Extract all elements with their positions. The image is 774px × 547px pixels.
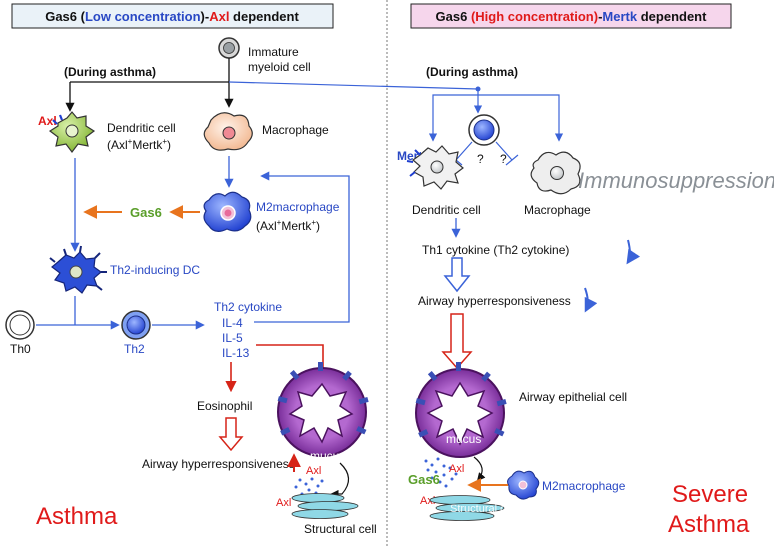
immature-myeloid-label-line2: myeloid cell [248,60,311,74]
right-header-part-high: (High concentration) [471,9,598,24]
axl-label-left-top: Axl [306,465,321,477]
th2-cell-icon [121,310,151,340]
condition-severe-label: Severe [672,481,748,508]
dc-receptor-sup1: + [128,137,133,146]
center-regulatory-cell-icon [468,114,500,146]
axl-label-right-bottom: Axl [420,495,435,507]
gas6-dots-right [424,457,458,488]
immature-myeloid-label-line1: Immature [248,45,299,59]
dendritic-cell-icon [48,111,96,153]
mucus-label-left: mucus [310,449,345,463]
eosinophil-label: Eosinophil [197,399,252,413]
m2-receptor-sup2: + [311,218,316,227]
th2-cytokine-label: Th2 cytokine [214,300,282,314]
right-header-title: Gas6 (High concentration)-Mertk dependen… [436,9,708,24]
m2macrophage-label: M2macrophage [256,200,340,214]
condition-asthma-label-right: Asthma [668,511,750,538]
grey-macrophage-icon [530,151,581,195]
th2-inducing-dc-label: Th2-inducing DC [110,263,200,277]
il5-label: IL-5 [222,331,243,345]
left-header-title: Gas6 (Low concentration)-Axl dependent [45,9,299,24]
airway-cross-section-right [415,362,507,458]
condition-asthma-label: Asthma [36,503,118,530]
left-panel: Gas6 (Low concentration)-Axl dependent I… [5,3,479,536]
left-header-part-dash: )- [201,9,210,24]
arrow-mucus-to-structural-right [473,456,486,482]
structural-cells-right [429,495,505,521]
axl-label-dendritic: Axl [38,114,57,128]
th2-label: Th2 [124,342,145,356]
m2macrophage-label-right: M2macrophage [542,479,626,493]
axl-label-left-bottom: Axl [276,497,291,509]
dc-receptor-sup2: + [162,137,167,146]
macrophage-icon [203,112,253,151]
right-header-part-dash: - [598,9,602,24]
th1-cytokine-label: Th1 cytokine (Th2 cytokine) [422,243,569,257]
dendritic-cell-label: Dendritic cell [107,121,176,135]
m2-receptor-part2: Mertk [281,219,312,233]
m2macrophage-icon-right [507,470,540,500]
question-mark-1: ? [477,152,484,166]
dendritic-cell-receptors: (Axl+Mertk+) [107,137,171,152]
left-during-asthma-label: (During asthma) [64,65,156,79]
gas6-label-right: Gas6 [408,472,440,487]
gas6-dots-left [294,477,324,496]
dc-receptor-part1: (Axl [107,138,128,152]
airway-epithelial-cell-label: Airway epithelial cell [519,390,627,404]
down-arrow-th1 [626,239,641,265]
dc-receptor-part3: ) [167,138,171,152]
down-arrow-ahr-right [584,287,598,313]
arrow-myeloid-to-right-panel [228,81,479,90]
right-header-part-dependent: dependent [637,9,707,24]
left-header-part-low: Low concentration [85,9,201,24]
m2-receptor-part3: ) [316,219,320,233]
arrow-branch-to-macrophage [478,94,564,142]
hollow-arrow-ahr-to-airway [441,313,473,370]
arrow-branch-to-dc [428,94,478,142]
m2-receptor-part1: (Axl [256,219,277,233]
right-header-part-gas6: Gas6 [436,9,471,24]
left-header-part-gas6: Gas6 ( [45,9,85,24]
structural-cell-label-left: Structural cell [304,522,377,536]
m2-receptor-sup1: + [277,218,282,227]
hollow-arrow-th1-to-ahr [443,257,471,293]
il4-label: IL-4 [222,316,243,330]
left-header-part-axl: Axl [209,9,229,24]
right-during-asthma-label: (During asthma) [426,65,518,79]
airway-cross-section-left [277,362,369,457]
m2macrophage-icon [203,191,252,232]
mucus-label-right: mucus [446,432,481,446]
arrow-mucus-to-structural-left [330,462,350,499]
th0-label: Th0 [10,342,31,356]
axl-label-right-top: Axl [449,463,464,475]
question-mark-2: ? [500,152,507,166]
inhibit-line-to-macrophage [495,141,519,166]
dc-receptor-part2: Mertk [132,138,163,152]
th2-inducing-dc-icon [49,245,107,294]
right-header-part-mertk: Mertk [602,9,637,24]
dendritic-cell-label-right: Dendritic cell [412,203,481,217]
macrophage-label-right: Macrophage [524,203,591,217]
right-header-box [410,3,732,29]
left-header-part-dependent: dependent [229,9,299,24]
arrow-cytokine-to-m2 [254,171,350,323]
th0-cell-icon [5,310,35,340]
macrophage-label: Macrophage [262,123,329,137]
immature-myeloid-cell-icon [218,37,240,59]
airway-hyperresponsiveness-label-left: Airway hyperresponsiveness [142,457,295,471]
m2macrophage-receptors: (Axl+Mertk+) [256,218,320,233]
il13-label: IL-13 [222,346,250,360]
right-panel: Gas6 (High concentration)-Mertk dependen… [397,3,774,538]
immunosuppression-label: Immunosuppression [578,168,774,193]
structural-cells-left [291,493,359,519]
hollow-arrow-eosinophil-to-ahr [218,417,244,452]
gas6-label-left: Gas6 [130,205,162,220]
structural-cell-label-right: Structural cell [450,503,517,515]
grey-dendritic-cell-icon [406,145,464,190]
airway-hyperresponsiveness-label-right: Airway hyperresponsiveness [418,294,571,308]
left-header-box [11,3,334,29]
